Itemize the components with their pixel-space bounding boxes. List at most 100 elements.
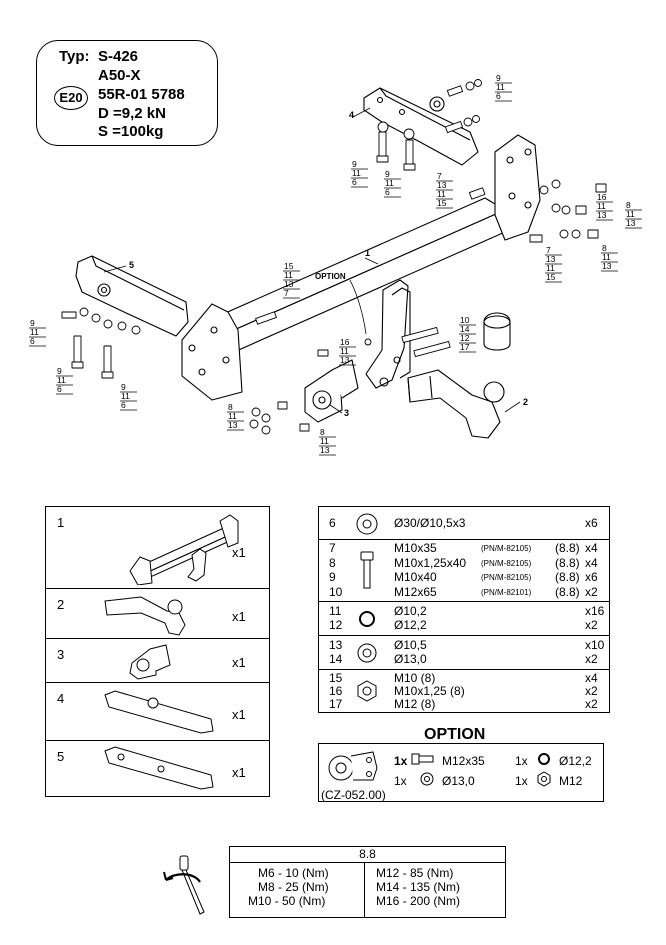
callout-part-3: 3 (344, 408, 349, 418)
spring-washer-icon (359, 611, 375, 627)
callout-part-5: 5 (129, 260, 134, 270)
model-value: A50-X (98, 67, 141, 84)
option-title: OPTION (424, 726, 486, 743)
hardware-qty: x16 (585, 604, 605, 618)
bolt-callout-number: 11 (284, 270, 293, 280)
hardware-qty: x2 (585, 697, 598, 711)
bolt-callout-number: 11 (57, 375, 66, 385)
part-callouts: 1 2 3 4 5 OPTION (129, 110, 528, 418)
bolt-callout-number: 15 (284, 261, 294, 271)
parts-row: 1 x1 (46, 507, 269, 589)
option-kit-box: (CZ-052.00) 1x M12x35 1x Ø13,0 1x Ø12,2 … (318, 743, 604, 802)
torque-class: 8.8 (230, 847, 505, 863)
bolt-callout-number: 13 (320, 445, 330, 455)
option-item-qty: 1x (515, 774, 528, 788)
hardware-desc: Ø13,0 (394, 652, 427, 666)
exploded-assembly-diagram: 1 2 3 4 5 OPTION 91169116911671311151611… (29, 73, 642, 456)
bolt-callout-number: 13 (340, 355, 350, 365)
part-number: 1 (57, 515, 65, 530)
hardware-pn: (PN/M-82105) (481, 544, 532, 553)
hardware-desc: M10x1,25 (8) (394, 684, 465, 698)
hitch-crossbar-icon (129, 514, 239, 585)
flat-washer-icon (357, 643, 377, 663)
bolt-callout-number: 9 (496, 73, 501, 83)
hardware-qty: x2 (585, 684, 598, 698)
tow-ball-part (407, 369, 505, 439)
option-code: (CZ-052.00) (321, 788, 386, 802)
bolt-callout-number: 11 (352, 168, 361, 178)
bolt-callout-number: 17 (460, 342, 470, 352)
left-side-bracket-part (75, 255, 189, 337)
hardware-desc: Ø12,2 (394, 618, 427, 632)
bolt-callout-number: 8 (626, 200, 631, 210)
bolt-callout-number: 11 (496, 82, 505, 92)
option-item-label: M12 (559, 774, 583, 788)
bolt-callout-number: 13 (602, 261, 612, 271)
hardware-cls: (8.8) (555, 555, 580, 570)
bolt-callout-number: 11 (228, 411, 237, 421)
option-item-qty: 1x (394, 754, 408, 768)
hardware-num: 12 (329, 618, 343, 632)
torque-right-1: M14 - 135 (Nm) (376, 880, 461, 894)
option-item-qty: 1x (515, 754, 528, 768)
hardware-num: 14 (329, 652, 343, 666)
hardware-qty: x2 (585, 618, 598, 632)
hardware-num: 7 (329, 541, 336, 555)
callout-part-4: 4 (349, 110, 354, 120)
approval-number: 55R-01 5788 (98, 86, 185, 103)
typ-label: Typ: (59, 48, 90, 65)
part-number: 2 (57, 597, 65, 612)
hardware-desc: M10 (8) (394, 671, 436, 685)
hardware-num: 9 (329, 570, 336, 584)
tow-ball-neck-icon (104, 596, 186, 636)
hardware-qty: x2 (585, 584, 598, 599)
bolt-callout-number: 8 (320, 427, 325, 437)
hardware-desc: Ø10,5 (394, 638, 427, 652)
hardware-qty: x6 (585, 570, 598, 584)
bolt-callout-number: 6 (57, 384, 62, 394)
option-label: OPTION (315, 272, 346, 281)
hex-nut-icon (537, 771, 551, 787)
bolt-icon (411, 753, 434, 765)
socket-plate-icon (129, 644, 171, 680)
bolt-callout-number: 13 (228, 420, 238, 430)
crossbar-part (181, 134, 541, 401)
parts-row: 3 x1 (46, 639, 269, 683)
bolt-callout-number: 13 (597, 210, 607, 220)
hardware-cls: (8.8) (555, 584, 580, 599)
hardware-desc: M12x65 (394, 584, 437, 599)
bolt-callout-number: 6 (121, 400, 126, 410)
bolt-callout-number: 9 (121, 382, 126, 392)
part-number: 3 (57, 647, 65, 662)
approval-mark: E20 (54, 86, 88, 110)
bolt-callout-number: 7 (546, 245, 551, 255)
part-quantity: x1 (232, 655, 246, 670)
torque-left-2: M10 - 50 (Nm) (248, 894, 326, 908)
bolt-callout-number: 16 (340, 337, 350, 347)
bolt-callout-number: 11 (121, 391, 130, 401)
hardware-desc: Ø10,2 (394, 604, 427, 618)
part-quantity: x1 (232, 765, 246, 780)
bolt-callout-number: 9 (385, 169, 390, 179)
bolt-callout-number: 13 (546, 254, 556, 264)
bolt-callout-number: 11 (597, 201, 606, 211)
side-bracket-icon (104, 690, 214, 734)
torque-divider (364, 862, 365, 917)
bolt-callout-number: 6 (496, 91, 501, 101)
bolt-callout-number: 14 (460, 324, 470, 334)
hex-nut-icon (357, 680, 377, 702)
flat-washer-icon (420, 772, 434, 786)
option-item-label: M12x35 (442, 754, 485, 768)
bolt-callout-number: 13 (284, 279, 294, 289)
parts-row: 5 x1 (46, 741, 269, 798)
bolt-callout-number: 11 (385, 178, 394, 188)
torque-right-2: M16 - 200 (Nm) (376, 894, 461, 908)
bolt-callout-number: 11 (340, 346, 349, 356)
bolt-callout-number: 7 (284, 288, 289, 298)
hardware-qty: x2 (585, 652, 598, 666)
bolt-callout-number: 15 (437, 198, 447, 208)
d-value: D =9,2 kN (98, 105, 166, 122)
